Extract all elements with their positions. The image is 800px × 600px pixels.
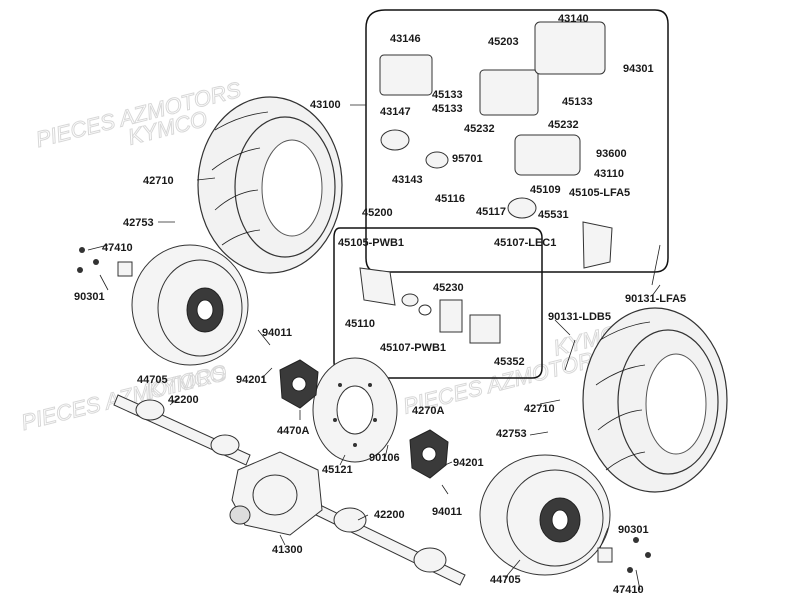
label-95701: 95701 <box>452 153 483 165</box>
label-94301: 94301 <box>623 63 654 75</box>
label-90301-top: 90301 <box>74 291 105 303</box>
label-41300: 41300 <box>272 544 303 556</box>
label-45107-lec1: 45107-LEC1 <box>494 237 556 249</box>
label-45352: 45352 <box>494 356 525 368</box>
small-hardware <box>77 244 661 573</box>
label-45200: 45200 <box>362 207 393 219</box>
label-45230: 45230 <box>433 282 464 294</box>
label-45232-b: 45232 <box>548 119 579 131</box>
hub-right <box>409 429 449 479</box>
label-43147: 43147 <box>380 106 411 118</box>
wheel-rim-left <box>131 244 249 366</box>
label-94011-bottom: 94011 <box>432 506 462 518</box>
label-47410-top: 47410 <box>102 242 133 254</box>
label-45107-pwb1: 45107-PWB1 <box>380 342 446 354</box>
label-42200-top: 42200 <box>168 394 199 406</box>
label-42710-top: 42710 <box>143 175 174 187</box>
leader-lines <box>87 104 661 591</box>
label-94201-top: 94201 <box>236 374 267 386</box>
label-45133-c: 45133 <box>562 96 593 108</box>
label-45105-pwb1: 45105-PWB1 <box>338 237 404 249</box>
label-43140: 43140 <box>558 13 589 25</box>
label-45133-b: 45133 <box>432 103 463 115</box>
label-94201-bottom: 94201 <box>453 457 484 469</box>
label-4270a: 4270A <box>412 405 444 417</box>
drive-shaft-lower <box>315 504 466 586</box>
label-45203: 45203 <box>488 36 519 48</box>
label-45109: 45109 <box>530 184 561 196</box>
label-42753-top: 42753 <box>123 217 154 229</box>
wheel-rim-right <box>479 454 611 576</box>
label-43143: 43143 <box>392 174 423 186</box>
label-42710-bottom: 42710 <box>524 403 555 415</box>
label-45133-a: 45133 <box>432 89 463 101</box>
label-43100: 43100 <box>310 99 341 111</box>
label-43146: 43146 <box>390 33 421 45</box>
label-90301-bottom: 90301 <box>618 524 649 536</box>
differential <box>229 451 323 536</box>
label-45531: 45531 <box>538 209 569 221</box>
label-44705-top: 44705 <box>137 374 168 386</box>
label-90131-lfa5: 90131-LFA5 <box>625 293 686 305</box>
label-43110: 43110 <box>594 168 624 180</box>
drive-shaft-upper <box>113 394 251 466</box>
label-90106: 90106 <box>369 452 400 464</box>
pad-kit-group-box <box>333 227 543 379</box>
label-94011-top: 94011 <box>262 327 292 339</box>
label-42753-bottom: 42753 <box>496 428 527 440</box>
pad-kit-parts <box>359 267 501 344</box>
label-44705-bottom: 44705 <box>490 574 521 586</box>
label-45121: 45121 <box>322 464 353 476</box>
tire-front-left <box>197 96 343 274</box>
label-45110: 45110 <box>345 318 375 330</box>
label-45116: 45116 <box>435 193 465 205</box>
label-93600: 93600 <box>596 148 627 160</box>
label-90131-ldb5: 90131-LDB5 <box>548 311 611 323</box>
label-42200-bottom: 42200 <box>374 509 405 521</box>
part-labels: 43140 43146 45203 94301 43100 43147 4513… <box>74 13 686 596</box>
label-45105-lfa5: 45105-LFA5 <box>569 187 630 199</box>
label-4470a: 4470A <box>277 425 309 437</box>
hub-left <box>279 359 319 409</box>
caliper-parts <box>379 21 613 269</box>
label-45232-a: 45232 <box>464 123 495 135</box>
label-45117: 45117 <box>476 206 506 218</box>
brake-disc <box>312 357 398 463</box>
tire-rear-right <box>582 307 728 493</box>
label-47410-bottom: 47410 <box>613 584 644 596</box>
